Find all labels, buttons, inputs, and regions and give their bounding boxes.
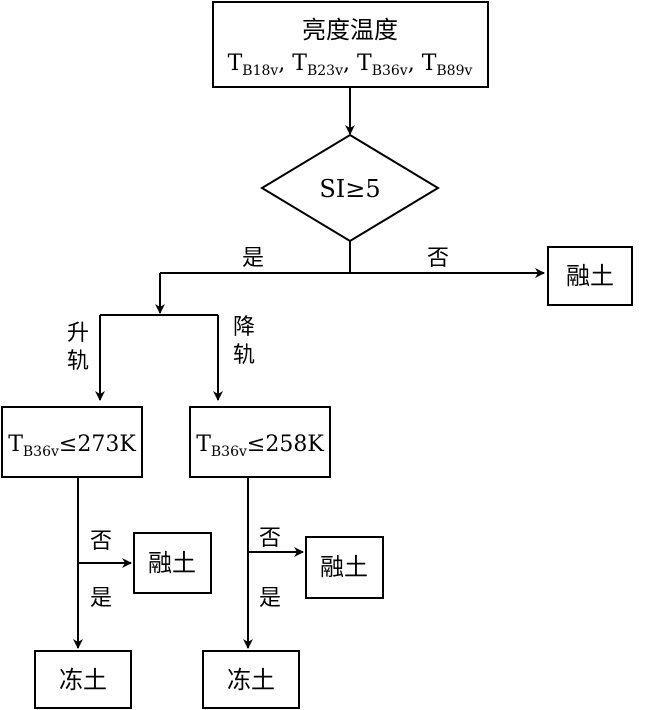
left-no-label: 否 (90, 529, 112, 554)
frozen-soil-box-left: 冻土 (34, 650, 132, 709)
descending-label-1: 降 (233, 315, 255, 340)
brightness-temperature-title: 亮度温度 (302, 16, 398, 44)
thawed-soil-label-right: 融土 (320, 553, 368, 581)
si-decision-label: SI≥5 (319, 175, 380, 203)
ascending-label-2: 轨 (67, 349, 89, 374)
frozen-soil-label-right: 冻土 (227, 666, 275, 694)
si-decision-diamond: SI≥5 (260, 133, 440, 243)
decision-yes-label: 是 (242, 246, 264, 271)
decision-no-label: 否 (427, 246, 449, 271)
ascending-condition-label: TB36v≤273K (8, 432, 136, 460)
thawed-soil-box-left: 融土 (133, 532, 212, 594)
frozen-soil-box-right: 冻土 (202, 650, 300, 709)
thawed-soil-box-right: 融土 (305, 536, 384, 599)
brightness-temperature-box: 亮度温度 TB18v, TB23v, TB36v, TB89v (212, 1, 489, 88)
ascending-condition-box: TB36v≤273K (1, 406, 143, 478)
brightness-temperature-variables: TB18v, TB23v, TB36v, TB89v (228, 51, 473, 79)
descending-condition-label: TB36v≤258K (196, 432, 324, 460)
thawed-soil-box-main: 融土 (547, 246, 633, 306)
descending-condition-box: TB36v≤258K (189, 406, 331, 478)
right-no-label: 否 (259, 526, 281, 551)
thawed-soil-label-main: 融土 (566, 262, 614, 290)
left-yes-label: 是 (90, 586, 112, 611)
right-yes-label: 是 (259, 586, 281, 611)
frozen-soil-label-left: 冻土 (59, 666, 107, 694)
thawed-soil-label-left: 融土 (148, 549, 196, 577)
ascending-label-1: 升 (67, 321, 89, 346)
descending-label-2: 轨 (233, 343, 255, 368)
